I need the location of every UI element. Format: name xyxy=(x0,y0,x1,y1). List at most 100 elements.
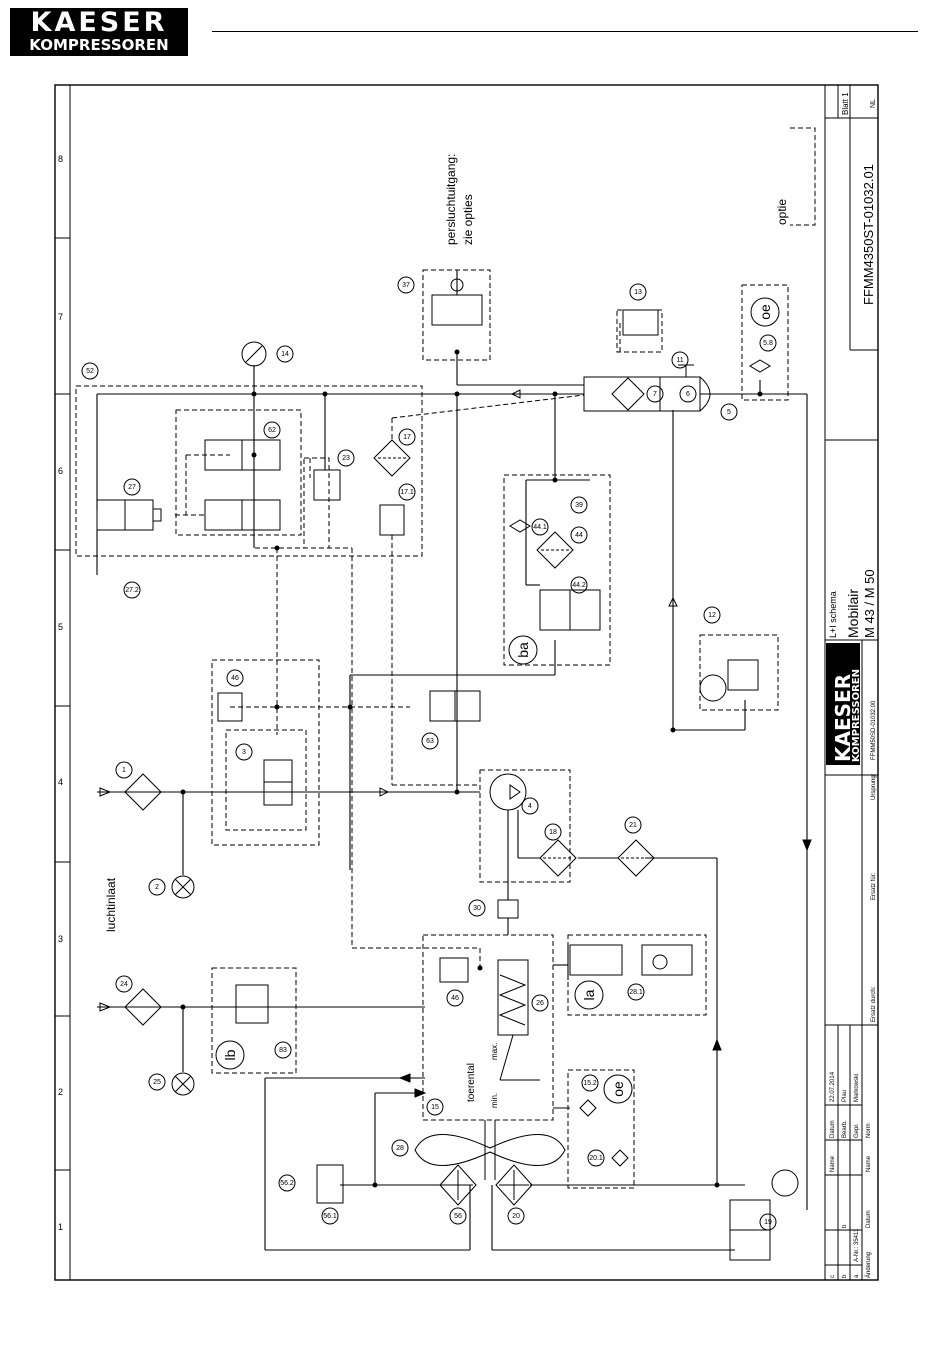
group-52 xyxy=(75,385,423,557)
bubble-3: 3 xyxy=(235,743,253,761)
bubble-18: 18 xyxy=(544,823,562,841)
title-brand-1: KAESER xyxy=(831,674,855,762)
component-bubbles: 1 2 3 4 5 6 7 11 12 13 14 15 17 17.1 18 … xyxy=(81,276,777,1231)
fan-28 xyxy=(414,1120,566,1180)
bubble-11: 11 xyxy=(671,351,689,369)
bubble-5: 5 xyxy=(720,403,738,421)
bubble-27-2: 27.2 xyxy=(123,581,141,599)
grid-column-labels: 1 2 3 4 5 6 7 8 xyxy=(58,154,63,1232)
group-oe-top xyxy=(741,284,789,401)
bubble-20-text: 20 xyxy=(512,1213,520,1220)
title-brand-2: KOMPRESSOREN xyxy=(851,669,862,762)
bubble-30: 30 xyxy=(468,899,486,917)
bubble-20-1-text: 20.1 xyxy=(589,1155,603,1162)
bubble-56-1-text: 56.1 xyxy=(323,1213,337,1220)
bubble-56: 56 xyxy=(449,1207,467,1225)
a-nr: A-Nr.: 35411 xyxy=(854,1228,860,1262)
ursprung-no: FFMM50SD-01032.00 xyxy=(871,700,877,760)
filter-18 xyxy=(539,839,577,877)
ersatz-fuer: Ersatz für: xyxy=(871,872,877,900)
bubble-28-1-text: 28.1 xyxy=(629,989,643,996)
norm-label: Norm xyxy=(866,1123,872,1138)
label-optie: optie xyxy=(775,199,789,225)
bubble-56-1: 56.1 xyxy=(321,1207,339,1225)
grid-col-7: 7 xyxy=(58,312,63,322)
indicator-lamps xyxy=(171,875,195,1096)
dashed-groups xyxy=(75,127,816,1189)
bubble-17-1: 17.1 xyxy=(398,483,416,501)
bubble-17-1-text: 17.1 xyxy=(400,489,414,496)
control-line-vessel xyxy=(391,394,585,419)
rev-b-label: b xyxy=(842,1224,848,1228)
bubble-15-text: 15 xyxy=(431,1104,439,1111)
arrow-inlet-1 xyxy=(99,787,112,797)
valve-44-1 xyxy=(509,519,531,533)
ersatz-durch: Ersatz durch: xyxy=(871,986,877,1022)
bubble-44-text: 44 xyxy=(575,532,583,539)
bubble-21-text: 21 xyxy=(629,822,637,829)
group-12 xyxy=(699,634,779,711)
throttle-46-bottom xyxy=(439,957,469,983)
switch-12 xyxy=(727,659,759,691)
bubble-3-text: 3 xyxy=(242,749,246,756)
grid-col-3: 3 xyxy=(58,934,63,944)
schema-label: L+I schema xyxy=(828,591,838,638)
label-min: min. xyxy=(490,1093,499,1108)
arrow-12 xyxy=(668,596,678,607)
filter-44 xyxy=(536,531,574,569)
rev-b-letter: b xyxy=(842,1274,848,1278)
label-outlet-1: persluchtuitgang: xyxy=(444,154,458,245)
separator-7 xyxy=(611,377,645,411)
bubble-46-bottom-text: 46 xyxy=(451,995,459,1002)
bubble-27: 27 xyxy=(123,478,141,496)
bubble-56-2-text: 56.2 xyxy=(280,1180,294,1187)
control-lines xyxy=(175,322,621,968)
bubble-17: 17 xyxy=(398,428,416,446)
name-label: Name xyxy=(830,1155,836,1172)
title-brand-box xyxy=(826,643,860,765)
drawing-frame xyxy=(54,84,879,1281)
filter-24 xyxy=(124,988,162,1026)
bubble-2-text: 2 xyxy=(155,884,159,891)
product-name: Mobilair xyxy=(845,589,861,638)
bubble-11-text: 11 xyxy=(676,357,683,364)
temp-sensor-19 xyxy=(771,1169,799,1197)
rev-a-letter: a xyxy=(854,1274,860,1278)
bubble-23-text: 23 xyxy=(342,455,350,462)
filters xyxy=(124,439,655,1206)
arrow-15 xyxy=(398,1073,411,1083)
filter-1 xyxy=(124,773,162,811)
arrows xyxy=(99,389,812,1098)
group-lb xyxy=(211,967,297,1074)
bubble-63-text: 63 xyxy=(426,738,434,745)
cooler-20 xyxy=(495,1164,533,1206)
bubble-83: 83 xyxy=(274,1041,292,1059)
bubble-12: 12 xyxy=(703,606,721,624)
check-valve-outlet xyxy=(450,278,464,292)
option-oe-top-text: oe xyxy=(757,304,773,320)
bubble-26: 26 xyxy=(531,994,549,1012)
bubble-6-text: 6 xyxy=(686,391,690,398)
bubble-15-2-text: 15.2 xyxy=(583,1080,597,1087)
lamp-25 xyxy=(171,1072,195,1096)
gauge-14 xyxy=(241,341,267,367)
option-oe-bottom-text: oe xyxy=(610,1081,626,1097)
bubble-19-text: 19 xyxy=(764,1219,772,1226)
gepr-value: Markowski xyxy=(854,1074,860,1102)
group-23 xyxy=(303,457,330,549)
actuator-26 xyxy=(497,959,529,1036)
bubble-52: 52 xyxy=(81,362,99,380)
title-block xyxy=(824,85,878,1280)
gepr-label: Gepr. xyxy=(854,1123,860,1138)
option-oe-top: oe xyxy=(750,297,780,327)
model-name: M 43 / M 50 xyxy=(862,569,877,638)
separator-vessel xyxy=(583,364,711,412)
throttle-17-1 xyxy=(379,504,405,536)
bubble-14: 14 xyxy=(276,345,294,363)
bearb-value: Plau xyxy=(842,1090,848,1102)
option-la-text: la xyxy=(581,989,597,1000)
bubble-6: 6 xyxy=(679,385,697,403)
arrow-21 xyxy=(712,1038,722,1051)
arrow-return xyxy=(802,839,812,852)
